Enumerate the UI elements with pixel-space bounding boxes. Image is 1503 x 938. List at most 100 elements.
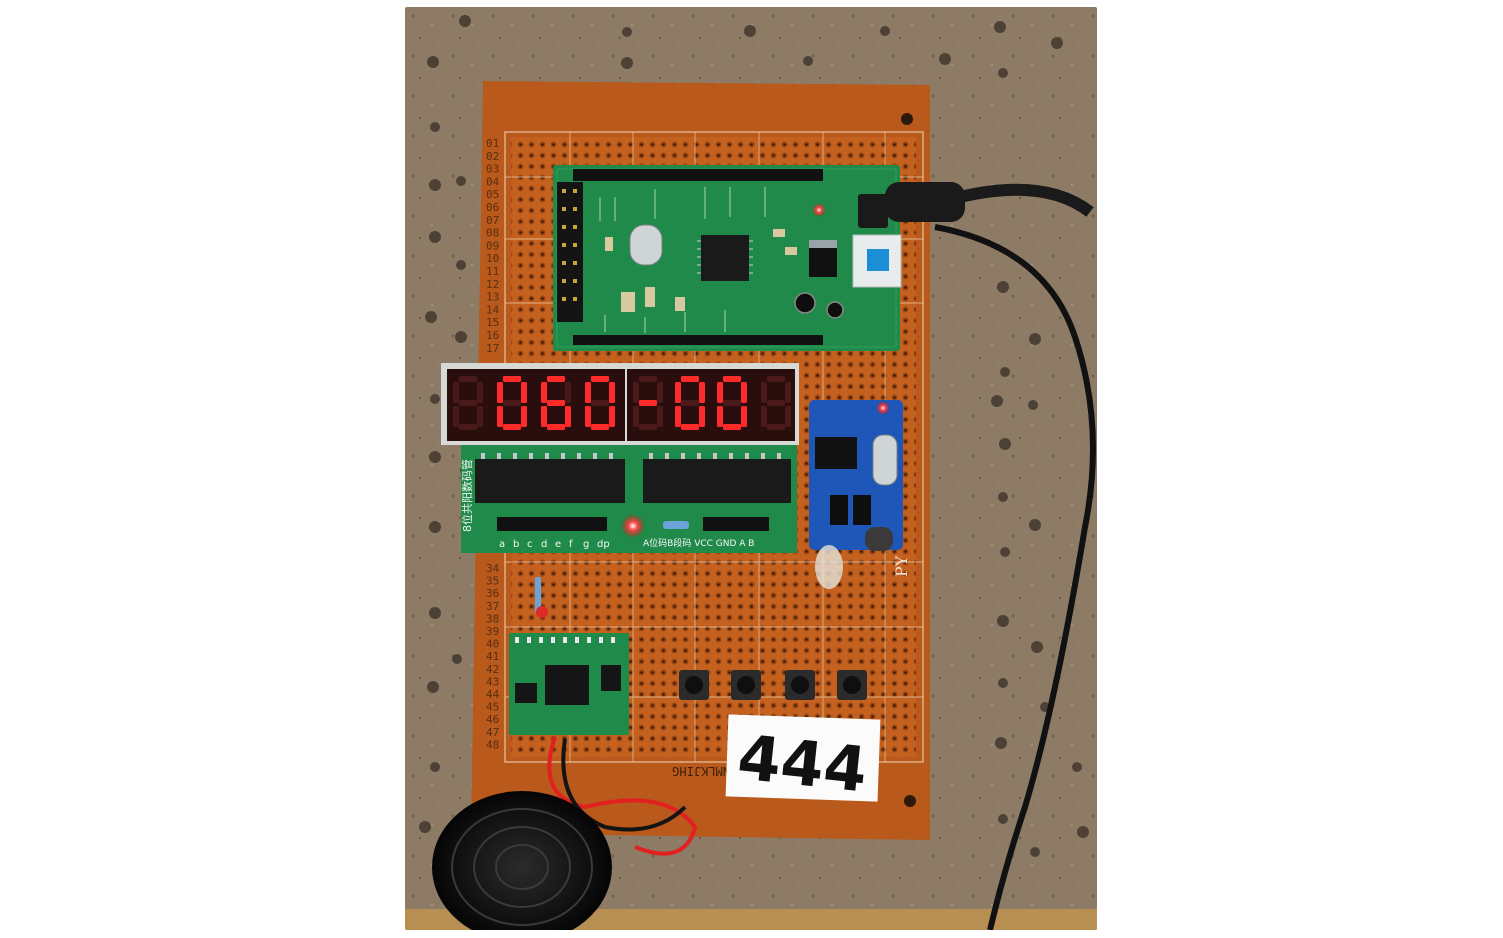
row-label: 38 bbox=[486, 612, 499, 625]
row-label: 04 bbox=[486, 175, 500, 188]
digit-segment bbox=[541, 406, 547, 427]
driver-chip-1 bbox=[475, 459, 625, 503]
digit-segment bbox=[503, 424, 521, 430]
digit-segment bbox=[521, 406, 527, 427]
digit-segment bbox=[591, 424, 609, 430]
digit-segment bbox=[723, 400, 741, 406]
digit-segment bbox=[681, 376, 699, 382]
push-button bbox=[785, 670, 815, 700]
pin-label: e bbox=[555, 539, 561, 550]
digit-segment bbox=[633, 382, 639, 403]
row-label: 47 bbox=[486, 726, 499, 739]
digit-segment bbox=[741, 406, 747, 427]
digit-segment bbox=[699, 382, 705, 403]
digit-segment bbox=[497, 382, 503, 403]
digit-segment bbox=[565, 406, 571, 427]
pin-label: b bbox=[513, 539, 519, 550]
display-module-label: 8位共阳数码管 bbox=[460, 459, 474, 532]
digit-segment bbox=[681, 424, 699, 430]
digit-segment bbox=[591, 376, 609, 382]
digit-segment bbox=[633, 406, 639, 427]
jtag-header bbox=[557, 182, 583, 322]
row-label: 46 bbox=[486, 713, 499, 726]
digit-segment bbox=[477, 406, 483, 427]
digit-segment bbox=[785, 382, 791, 403]
row-label: 12 bbox=[486, 278, 499, 291]
row-label: 16 bbox=[486, 329, 499, 342]
row-label: 10 bbox=[486, 252, 499, 265]
handwritten-tag: 444 bbox=[725, 714, 881, 807]
digit-segment bbox=[681, 400, 699, 406]
digit-segment bbox=[503, 400, 521, 406]
digit-segment bbox=[761, 406, 767, 427]
digit-segment bbox=[675, 382, 681, 403]
digit-segment bbox=[609, 406, 615, 427]
row-label: 05 bbox=[486, 188, 499, 201]
digit-segment bbox=[717, 406, 723, 427]
row-label: 35 bbox=[486, 575, 499, 588]
mcu-board bbox=[553, 165, 902, 351]
row-label: 17 bbox=[486, 342, 499, 355]
power-cable bbox=[858, 182, 1096, 930]
pin-label: a bbox=[499, 539, 505, 550]
resistor bbox=[663, 521, 689, 529]
row-label: 48 bbox=[486, 738, 499, 751]
digit-segment bbox=[459, 400, 477, 406]
speaker-wire-red bbox=[547, 736, 698, 856]
audio-module bbox=[509, 633, 629, 735]
row-label: 37 bbox=[486, 600, 499, 613]
row-label: 03 bbox=[486, 163, 499, 176]
row-label: 14 bbox=[486, 303, 500, 316]
tag-text: 444 bbox=[734, 720, 870, 806]
row-label: 36 bbox=[486, 587, 499, 600]
row-label: 08 bbox=[486, 227, 499, 240]
row-label: 09 bbox=[486, 239, 499, 252]
digit-segment bbox=[785, 406, 791, 427]
digit-segment bbox=[741, 382, 747, 403]
digit-segment bbox=[767, 424, 785, 430]
driver-chip-2 bbox=[643, 459, 791, 503]
digit-segment bbox=[609, 382, 615, 403]
digit-segment bbox=[657, 382, 663, 403]
digit-segment bbox=[767, 400, 785, 406]
digit-segment bbox=[459, 424, 477, 430]
digit-segment bbox=[639, 400, 657, 406]
digit-segment bbox=[497, 406, 503, 427]
digit-segment bbox=[585, 382, 591, 403]
regulator bbox=[809, 247, 837, 277]
indicator-led bbox=[621, 514, 645, 538]
row-label: 34 bbox=[486, 562, 500, 575]
push-button bbox=[679, 670, 709, 700]
digit-segment bbox=[585, 406, 591, 427]
digit-segment bbox=[459, 376, 477, 382]
pin-label: g bbox=[583, 539, 589, 550]
pin-label: d bbox=[541, 539, 547, 550]
capacitor bbox=[794, 292, 816, 314]
pin-label: dp bbox=[597, 539, 610, 550]
digit-segment bbox=[699, 406, 705, 427]
pin-label: f bbox=[569, 539, 573, 550]
row-label: 44 bbox=[486, 688, 500, 701]
digit-segment bbox=[675, 406, 681, 427]
push-button bbox=[837, 670, 867, 700]
row-label: 43 bbox=[486, 675, 499, 688]
digit-segment bbox=[761, 382, 767, 403]
speaker bbox=[432, 791, 612, 930]
row-label: 02 bbox=[486, 150, 499, 163]
digit-segment bbox=[723, 376, 741, 382]
digit-segment bbox=[541, 382, 547, 403]
digit-segment bbox=[767, 376, 785, 382]
row-label: 41 bbox=[486, 650, 499, 663]
digit-segment bbox=[639, 376, 657, 382]
row-label: 11 bbox=[486, 265, 499, 278]
row-label-column: 0102030405060708091011121314151617343536… bbox=[486, 137, 500, 751]
digit-segment bbox=[547, 376, 565, 382]
digit-segment bbox=[477, 382, 483, 403]
digit-segment bbox=[503, 376, 521, 382]
row-label: 42 bbox=[486, 663, 499, 676]
row-label: 06 bbox=[486, 201, 499, 214]
side-mark: PY bbox=[892, 555, 911, 577]
digit-segment bbox=[521, 382, 527, 403]
push-buttons bbox=[679, 670, 867, 700]
